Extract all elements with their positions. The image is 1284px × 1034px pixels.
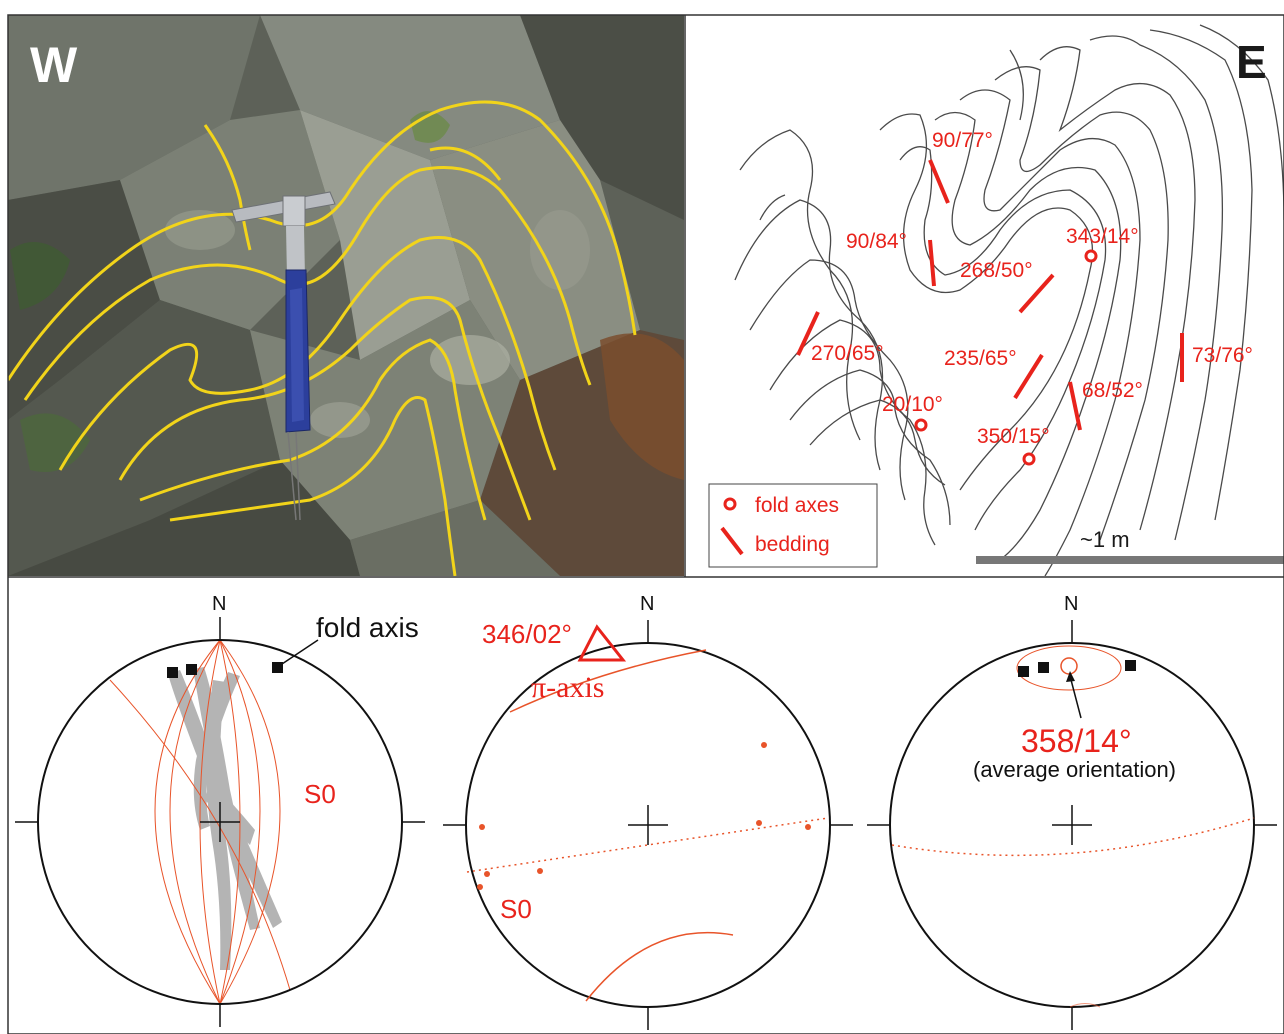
east-label: E — [1236, 36, 1267, 88]
fold-axis-leader — [281, 639, 319, 665]
legend-fold-axes-label: fold axes — [755, 494, 839, 517]
sketch-legend: fold axes bedding — [708, 483, 878, 568]
average-label: (average orientation) — [973, 757, 1176, 782]
north-label: N — [1064, 593, 1078, 615]
measurement-label: 90/77° — [932, 129, 993, 152]
rock-hammer — [231, 191, 336, 521]
stereonet-right: N 358/14° (average orientation) — [867, 593, 1277, 1030]
pi-girdle-bottom — [585, 931, 734, 1002]
legend-fold-axis-icon — [723, 497, 737, 511]
average-great-circle — [891, 817, 1255, 857]
bedding-tick — [928, 239, 936, 287]
average-leader-arrow — [1066, 671, 1075, 682]
legend-bedding-label: bedding — [755, 533, 830, 556]
bedding-tick — [928, 159, 950, 204]
stereonet-middle: N 346/02° π-axis S0 — [443, 593, 853, 1030]
measurement-label: 68/52° — [1082, 379, 1143, 402]
bedding-tick — [1018, 273, 1055, 314]
net-ticks — [15, 617, 425, 1027]
measurement-label: 235/65° — [944, 347, 1017, 370]
fold-axis-marker — [1022, 452, 1036, 466]
bedding-symbols — [796, 159, 1184, 431]
average-value: 358/14° — [1021, 723, 1132, 759]
measurement-labels: 90/77° 90/84° 343/14° 268/50° 270/65° 23… — [811, 129, 1253, 448]
fold-axis-pole — [186, 664, 197, 675]
measurement-label: 20/10° — [882, 393, 943, 416]
scale-bar — [976, 556, 1284, 564]
scale-label: ~1 m — [1080, 527, 1130, 552]
measurement-label: 343/14° — [1066, 225, 1139, 248]
pi-axis-label: π-axis — [531, 671, 604, 704]
average-leader — [1069, 675, 1082, 719]
fold-axis-pole — [1125, 660, 1136, 671]
north-label: N — [640, 593, 654, 615]
confidence-cone — [1016, 645, 1122, 691]
fold-axis-label: fold axis — [316, 612, 419, 643]
fold-axis-pole — [272, 662, 283, 673]
fold-sketch: 90/77° 90/84° 343/14° 268/50° 270/65° 23… — [686, 15, 1284, 576]
measurement-label: 270/65° — [811, 342, 884, 365]
great-circles-s0 — [109, 639, 291, 1005]
pi-great-circle — [466, 817, 829, 873]
bedding-tick — [1068, 381, 1082, 431]
fold-trace-lines — [734, 24, 1284, 576]
stereonet-left: N fold axis S0 — [15, 593, 425, 1027]
fold-axis-pole — [1038, 662, 1049, 673]
west-label: W — [30, 37, 78, 93]
bedding-traces — [8, 100, 637, 576]
great-circle-bands — [168, 667, 282, 970]
fold-axis-symbols — [914, 249, 1098, 466]
fold-axis-marker — [914, 418, 928, 432]
s0-label: S0 — [304, 779, 336, 809]
s0-label: S0 — [500, 894, 532, 924]
fold-axis-pole — [1018, 666, 1029, 677]
panel-frames — [7, 14, 1284, 1034]
north-label: N — [212, 593, 226, 615]
measurement-label: 268/50° — [960, 259, 1033, 282]
average-axis-marker — [1060, 657, 1078, 675]
net-ticks — [443, 620, 853, 1030]
fold-axis-pole — [167, 667, 178, 678]
bedding-tick — [1013, 353, 1044, 400]
pi-axis-value: 346/02° — [482, 619, 572, 649]
fold-axis-marker — [1084, 249, 1098, 263]
legend-bedding-icon — [720, 526, 744, 556]
bedding-tick — [796, 311, 820, 356]
legend-box — [708, 483, 878, 568]
outcrop-photo: W — [8, 15, 684, 576]
measurement-label: 90/84° — [846, 230, 907, 253]
measurement-label: 73/76° — [1192, 344, 1253, 367]
pi-girdle-top — [509, 649, 707, 713]
pi-axis-triangle — [577, 624, 627, 662]
s0-poles — [477, 742, 811, 890]
measurement-label: 350/15° — [977, 425, 1050, 448]
net-ticks — [867, 620, 1277, 1030]
